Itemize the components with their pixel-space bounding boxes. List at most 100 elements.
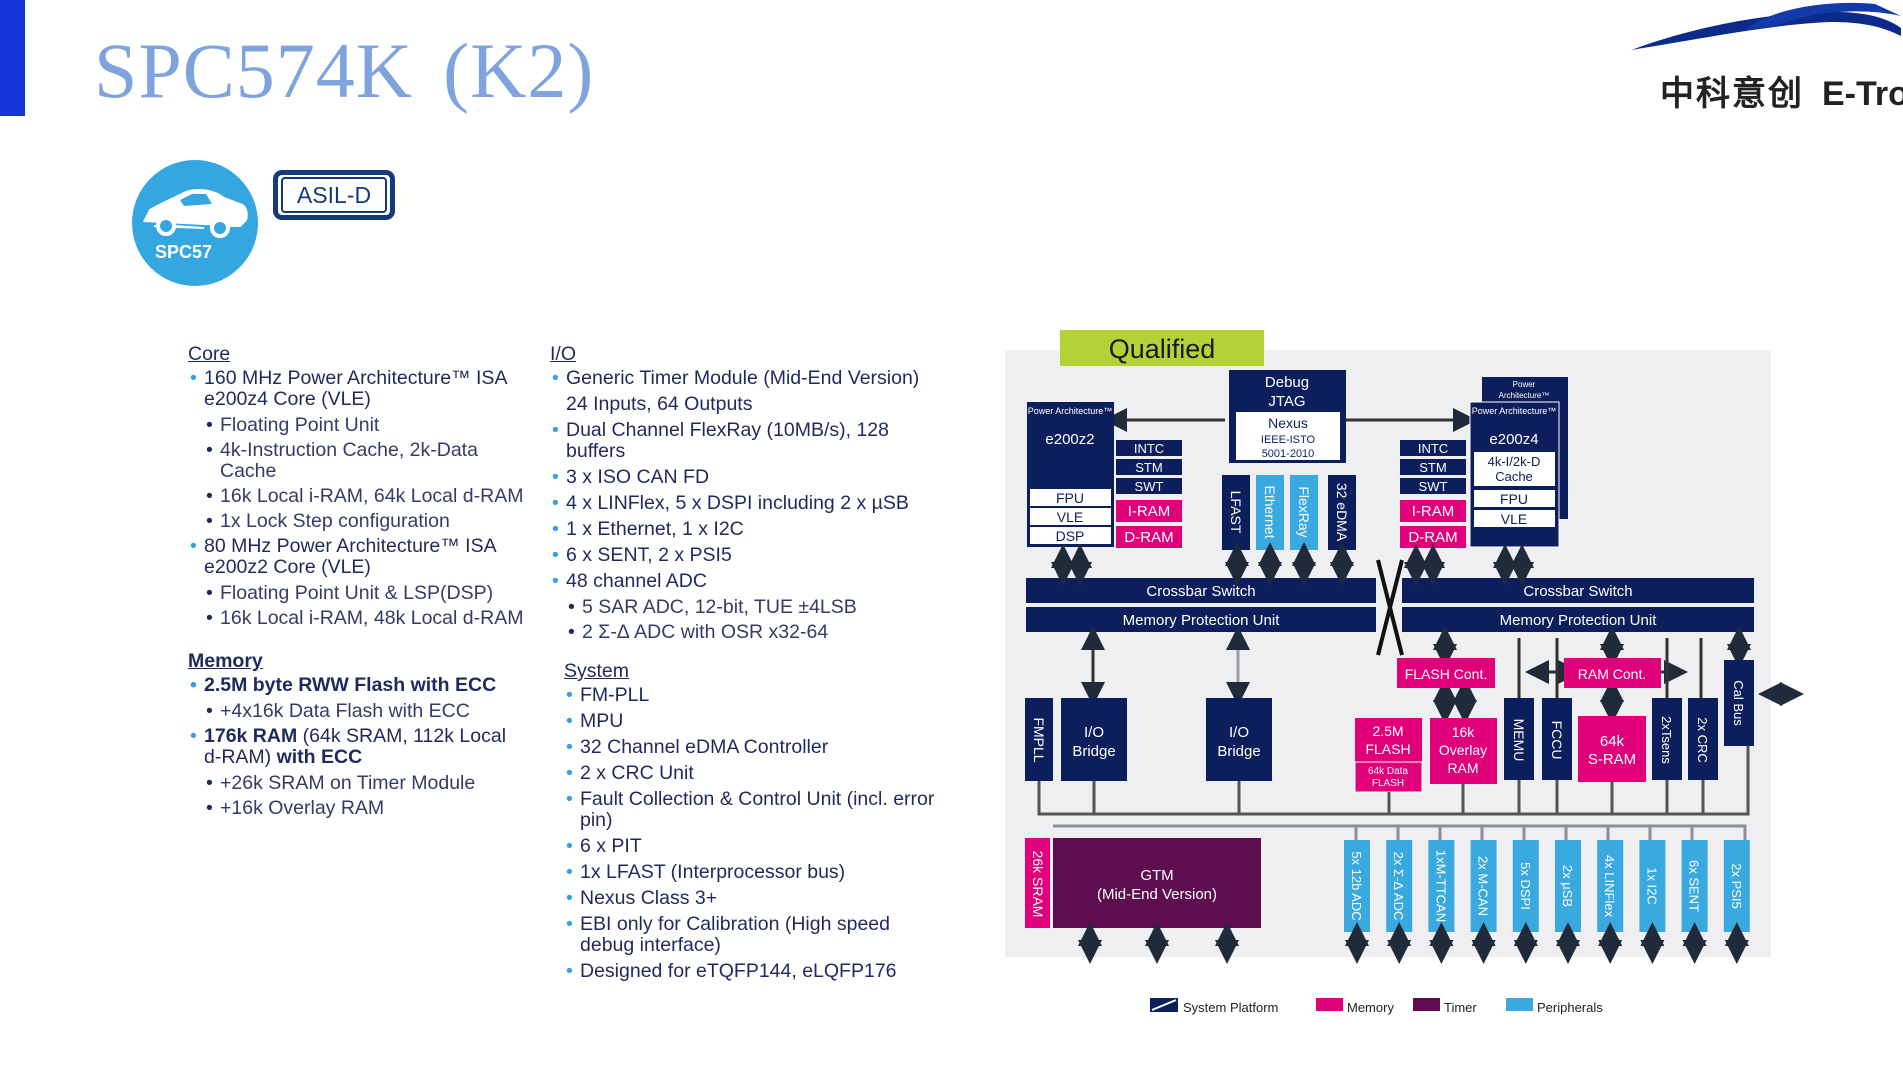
mpu-label: Memory Protection Unit <box>1500 612 1658 629</box>
peripheral-label: 6x SENT <box>1687 860 1702 912</box>
core-item: 80 MHz Power Architecture™ ISA e200z2 Co… <box>188 536 528 578</box>
sram-label: S-RAM <box>1588 751 1636 768</box>
core-arch-label: Power Architecture™ <box>1472 406 1557 416</box>
peripheral-block <box>1597 840 1624 932</box>
standard-label: 5001-2010 <box>1262 448 1315 460</box>
system-item: Nexus Class 3+ <box>564 888 940 910</box>
e200z2-core-block: Power Architecture™ e200z2 FPU VLE DSP <box>1027 402 1114 547</box>
crossbar-label: Crossbar Switch <box>1146 583 1255 600</box>
fpu-label: FPU <box>1056 490 1084 506</box>
io-item: 1 x Ethernet, 1 x I2C <box>550 519 940 541</box>
crc-label: 2x CRC <box>1695 717 1710 763</box>
io-bridge-label: Bridge <box>1217 743 1260 760</box>
peripheral-block <box>1428 840 1455 932</box>
system-item: EBI only for Calibration (High speed deb… <box>564 914 940 956</box>
edma-label: 32 eDMA <box>1334 483 1350 542</box>
system-item: Fault Collection & Control Unit (incl. e… <box>564 789 940 831</box>
cache-label: Cache <box>1495 469 1533 484</box>
peripheral-block <box>1512 840 1539 932</box>
swt-label: SWT <box>1135 479 1164 494</box>
gtm-block: 26k SRAM GTM (Mid-End Version) <box>1025 838 1261 928</box>
memory-ram-ecc: with ECC <box>276 746 363 768</box>
mpu-label: Memory Protection Unit <box>1123 612 1281 629</box>
system-item: MPU <box>564 711 940 733</box>
io-subitem: 5 SAR ADC, 12-bit, TUE ±4LSB <box>550 597 940 619</box>
peripheral-label: 5x DSPI <box>1518 862 1533 910</box>
right-core-peripherals: INTC STM SWT I-RAM D-RAM <box>1400 440 1466 548</box>
core-subitem: 1x Lock Step configuration <box>188 511 528 533</box>
spc57-label: SPC57 <box>155 242 213 262</box>
crossbar-switches: Crossbar Switch Memory Protection Unit C… <box>1026 559 1754 656</box>
qualified-banner <box>1060 330 1264 366</box>
io-item: 48 channel ADC <box>550 571 940 593</box>
core-heading: Core <box>188 343 231 365</box>
peripheral-label: 1xM-TTCAN <box>1433 850 1448 922</box>
asil-label: ASIL-D <box>281 177 387 213</box>
core-item: 160 MHz Power Architecture™ ISA e200z4 C… <box>188 368 528 410</box>
middle-blocks: FMPLL I/O Bridge I/O Bridge FLASH Cont. … <box>1025 658 1754 793</box>
svg-text:Overlay: Overlay <box>1439 742 1487 758</box>
core-subitem: 16k Local i-RAM, 48k Local d-RAM <box>188 608 528 630</box>
peripheral-block <box>1723 840 1750 932</box>
ethernet-label: Ethernet <box>1262 486 1278 539</box>
debug-label: Debug <box>1265 374 1309 391</box>
svg-text:I/O: I/O <box>1084 724 1104 741</box>
peripheral-block <box>1470 840 1497 932</box>
e200z4-core-block: Power Architecture™ Power Architecture™ … <box>1469 377 1568 548</box>
gtm-version-label: (Mid-End Version) <box>1097 886 1217 903</box>
crossbar-label: Crossbar Switch <box>1523 583 1632 600</box>
memory-subitem: +16k Overlay RAM <box>188 798 528 820</box>
core-memory-column: Core 160 MHz Power Architecture™ ISA e20… <box>188 344 528 823</box>
flash-controller-label: FLASH Cont. <box>1405 666 1487 682</box>
jtag-label: JTAG <box>1268 393 1305 410</box>
gtm-label: GTM <box>1140 867 1173 884</box>
io-item-detail: 24 Inputs, 64 Outputs <box>566 393 753 415</box>
io-heading: I/O <box>550 343 577 365</box>
swt-label: SWT <box>1419 479 1448 494</box>
peripheral-label: 2x µSB <box>1560 865 1575 907</box>
memory-subitem: +4x16k Data Flash with ECC <box>188 701 528 723</box>
ram-controller-label: RAM Cont. <box>1578 666 1646 682</box>
memory-ram-size: 176k RAM <box>204 725 298 747</box>
logo-english: E-Tronic <box>1822 75 1903 113</box>
io-subitem: 2 Σ-Δ ADC with OSR x32-64 <box>550 622 940 644</box>
system-item: 6 x PIT <box>564 836 940 858</box>
vle-label: VLE <box>1057 509 1083 525</box>
svg-text:64k Data: 64k Data <box>1368 766 1408 777</box>
peripheral-label: 1x I2C <box>1644 867 1659 905</box>
dram-label: D-RAM <box>1124 529 1173 546</box>
stm-label: STM <box>1419 460 1446 475</box>
system-item: 1x LFAST (Interprocessor bus) <box>564 862 940 884</box>
peripheral-label: 2x Σ-Δ ADC <box>1391 852 1406 921</box>
iram-label: I-RAM <box>1128 503 1171 520</box>
page-title: SPC574K(K2) <box>94 26 594 116</box>
debug-jtag-block: Debug JTAG Nexus IEEE-ISTO 5001-2010 <box>1229 370 1346 463</box>
nexus-label: Nexus <box>1268 415 1308 431</box>
memory-heading: Memory <box>188 650 263 672</box>
memory-item: 176k RAM (64k SRAM, 112k Local d-RAM) wi… <box>188 726 528 768</box>
intc-label: INTC <box>1134 441 1164 456</box>
fpu-label: FPU <box>1500 491 1528 507</box>
io-item: Generic Timer Module (Mid-End Version) <box>550 368 940 390</box>
iram-label: I-RAM <box>1412 503 1455 520</box>
core-subitem: Floating Point Unit <box>188 415 528 437</box>
memory-item: 2.5M byte RWW Flash with ECC <box>188 675 528 697</box>
dsp-label: DSP <box>1056 528 1085 544</box>
ieee-label: IEEE-ISTO <box>1261 434 1316 446</box>
legend-platform: System Platform <box>1183 1000 1278 1015</box>
memory-subitem: +26k SRAM on Timer Module <box>188 773 528 795</box>
svg-text:Architecture™: Architecture™ <box>1499 391 1550 400</box>
peripheral-block <box>1681 840 1708 932</box>
left-core-peripherals: INTC STM SWT I-RAM D-RAM <box>1116 440 1182 548</box>
svg-text:16k: 16k <box>1452 724 1476 740</box>
io-item: Dual Channel FlexRay (10MB/s), 128 buffe… <box>550 420 940 462</box>
title-variant: (K2) <box>443 27 595 114</box>
tsens-label: 2xTsens <box>1659 716 1674 764</box>
io-system-column: I/O Generic Timer Module (Mid-End Versio… <box>550 344 940 987</box>
stm-label: STM <box>1135 460 1162 475</box>
svg-text:4k-I/2k-D: 4k-I/2k-D <box>1488 454 1541 469</box>
legend-timer: Timer <box>1444 1000 1477 1015</box>
